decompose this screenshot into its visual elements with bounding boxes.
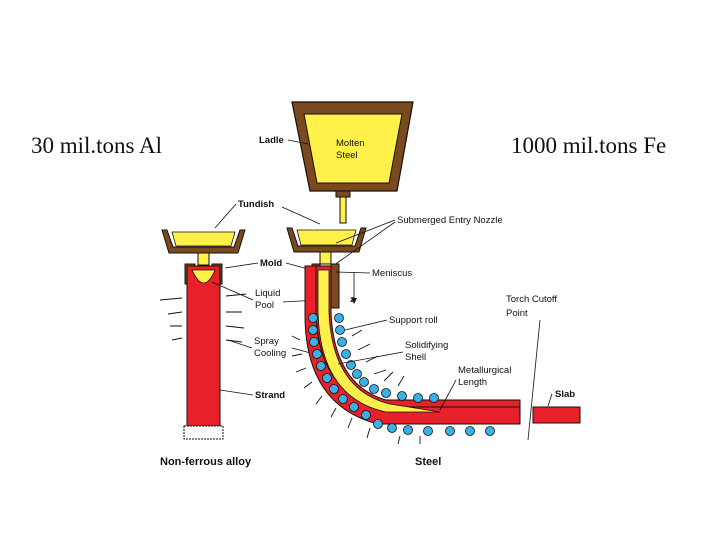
strand-label: Strand <box>255 390 285 401</box>
slab-label: Slab <box>555 389 575 400</box>
tundish-label: Tundish <box>238 199 274 210</box>
ladle <box>291 101 414 224</box>
tundish-steel <box>286 227 367 265</box>
ladle-label: Ladle <box>259 135 284 146</box>
steel-strand <box>304 263 581 425</box>
nonferrous-strand <box>159 263 247 440</box>
right-title: 1000 mil.tons Fe <box>511 133 667 158</box>
caption-nonferrous: Non-ferrous alloy <box>160 456 252 468</box>
molten-steel-label-2: Steel <box>336 150 358 161</box>
spray-cooling-label-1: Spray <box>254 336 279 347</box>
spray-lines <box>291 329 421 445</box>
z-axis-label: z <box>350 294 355 305</box>
molten-steel-label-1: Molten <box>336 138 365 149</box>
tundish-nonferrous <box>161 229 246 266</box>
torch-cutoff-label-2: Point <box>506 308 528 319</box>
metallurgical-length-label-2: Length <box>458 377 487 388</box>
nozzle-label: Submerged Entry Nozzle <box>397 215 503 226</box>
solidifying-shell-label-1: Solidifying <box>405 340 448 351</box>
meniscus-label: Meniscus <box>372 268 412 279</box>
spray-cooling-label-2: Cooling <box>254 348 286 359</box>
liquid-pool-label-2: Pool <box>255 300 274 311</box>
liquid-pool-label-1: Liquid <box>255 288 280 299</box>
left-title: 30 mil.tons Al <box>31 133 162 158</box>
solidifying-shell-label-2: Shell <box>405 352 426 363</box>
caption-steel: Steel <box>415 456 441 468</box>
support-rolls <box>308 313 495 436</box>
mold-label: Mold <box>260 258 282 269</box>
support-roll-label: Support roll <box>389 315 438 326</box>
torch-cutoff-label-1: Torch Cutoff <box>506 294 557 305</box>
metallurgical-length-label-1: Metallurgical <box>458 365 511 376</box>
